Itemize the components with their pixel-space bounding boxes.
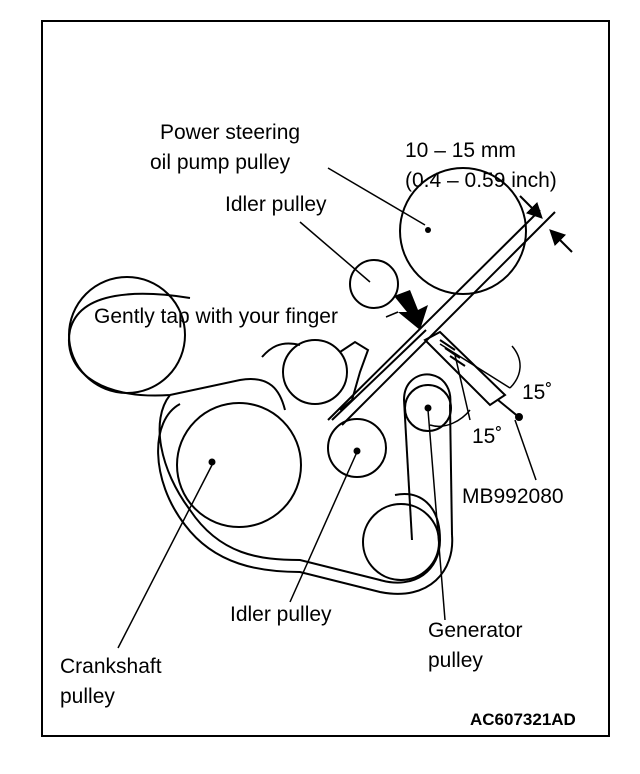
tension-gauge-tool xyxy=(423,330,523,421)
angle-arc-upper xyxy=(509,345,521,389)
label-idler-pulley-top: Idler pulley xyxy=(225,193,327,216)
label-measurement-mm: 10 – 15 mm xyxy=(405,139,516,162)
leader-idler-top xyxy=(299,221,371,283)
belt-run xyxy=(403,399,413,541)
label-generator-1: Generator xyxy=(428,619,523,642)
pulley-center-dot xyxy=(425,227,431,233)
tap-arrow xyxy=(394,290,428,330)
idler-pulley-bottom xyxy=(327,418,387,478)
label-crankshaft-2: pulley xyxy=(60,685,115,708)
belt-outer xyxy=(157,342,454,595)
leader-generator xyxy=(427,409,446,621)
pulley-center-dot xyxy=(208,458,216,466)
belt-run xyxy=(403,373,452,406)
leader-power-steering xyxy=(327,167,426,226)
power-steering-pulley xyxy=(399,167,527,295)
label-idler-pulley-bottom: Idler pulley xyxy=(230,603,332,626)
leader-tool xyxy=(514,419,537,481)
label-power-steering-2: oil pump pulley xyxy=(150,151,291,174)
label-crankshaft-1: Crankshaft xyxy=(60,655,162,678)
belt-span-top xyxy=(327,209,541,421)
label-angle-upper: 15˚ xyxy=(522,381,553,404)
leader-tap xyxy=(385,311,399,318)
label-power-steering-1: Power steering xyxy=(160,121,301,144)
belt-span-short xyxy=(331,329,427,421)
angle-ref-line xyxy=(439,343,511,389)
pulley-center-dot xyxy=(424,404,432,412)
small-pulley xyxy=(282,339,348,405)
label-measurement-inch: (0.4 – 0.59 inch) xyxy=(405,169,557,192)
label-angle-lower: 15˚ xyxy=(472,425,503,448)
leader-crankshaft xyxy=(117,464,213,649)
figure-code: AC607321AD xyxy=(470,710,576,729)
label-gently-tap: Gently tap with your finger xyxy=(94,305,338,328)
label-generator-2: pulley xyxy=(428,649,483,672)
crankshaft-pulley xyxy=(176,402,302,528)
idler-pulley-top xyxy=(349,259,399,309)
lower-right-pulley xyxy=(362,503,440,581)
belt-span-bottom xyxy=(341,211,556,426)
label-tool-number: MB992080 xyxy=(462,485,564,508)
belt-run xyxy=(449,404,453,536)
measure-line xyxy=(549,229,573,253)
leader-idler-bottom xyxy=(289,451,358,603)
pulley-center-dot xyxy=(353,447,361,455)
angle-ref-line xyxy=(454,354,471,421)
belt-inner xyxy=(67,292,441,584)
diagram-frame xyxy=(41,20,610,737)
measure-line xyxy=(519,195,543,219)
